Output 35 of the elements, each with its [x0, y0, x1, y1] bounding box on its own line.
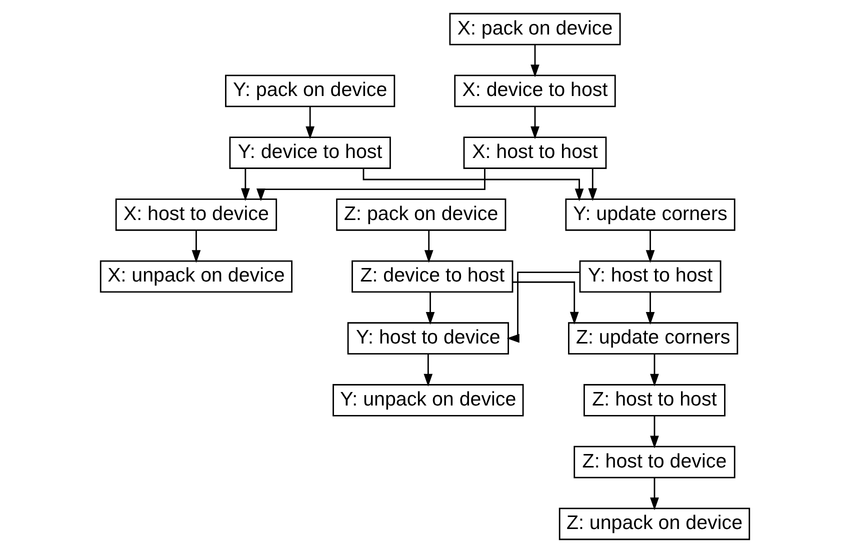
- node-box: Y: device to host: [228, 136, 390, 169]
- node-box: X: host to host: [462, 136, 606, 169]
- arrow: [425, 292, 434, 325]
- node-box: Y: unpack on device: [332, 384, 524, 416]
- arrow: [256, 168, 485, 202]
- node-box: Y: pack on device: [224, 74, 395, 108]
- arrow: [588, 168, 597, 201]
- node-box: Z: unpack on device: [558, 508, 750, 540]
- arrow: [240, 168, 250, 201]
- node-box: Z: host to device: [573, 446, 735, 478]
- arrow: [305, 106, 314, 140]
- node-box: Z: device to host: [351, 260, 513, 293]
- node-box: X: unpack on device: [99, 260, 292, 293]
- node-box: Z: host to host: [583, 384, 725, 416]
- arrow: [650, 478, 658, 510]
- arrow: [506, 272, 580, 343]
- node-box: X: pack on device: [448, 12, 620, 46]
- node-box: Z: update corners: [568, 322, 738, 355]
- arrow: [423, 354, 432, 387]
- arrow: [650, 416, 658, 448]
- arrow: [645, 292, 654, 325]
- node-box: Z: pack on device: [336, 198, 506, 231]
- arrow: [512, 281, 578, 325]
- arrow: [191, 230, 200, 263]
- node-box: X: device to host: [454, 74, 616, 108]
- arrow: [530, 106, 539, 140]
- arrow: [645, 230, 654, 263]
- arrow: [424, 230, 433, 263]
- node-box: Y: host to host: [578, 260, 721, 293]
- arrow: [530, 44, 539, 78]
- node-box: Y: host to device: [346, 322, 508, 355]
- node-box: X: host to device: [114, 198, 277, 231]
- node-box: Y: update corners: [564, 198, 735, 231]
- arrow: [650, 354, 658, 387]
- arrow: [362, 168, 584, 202]
